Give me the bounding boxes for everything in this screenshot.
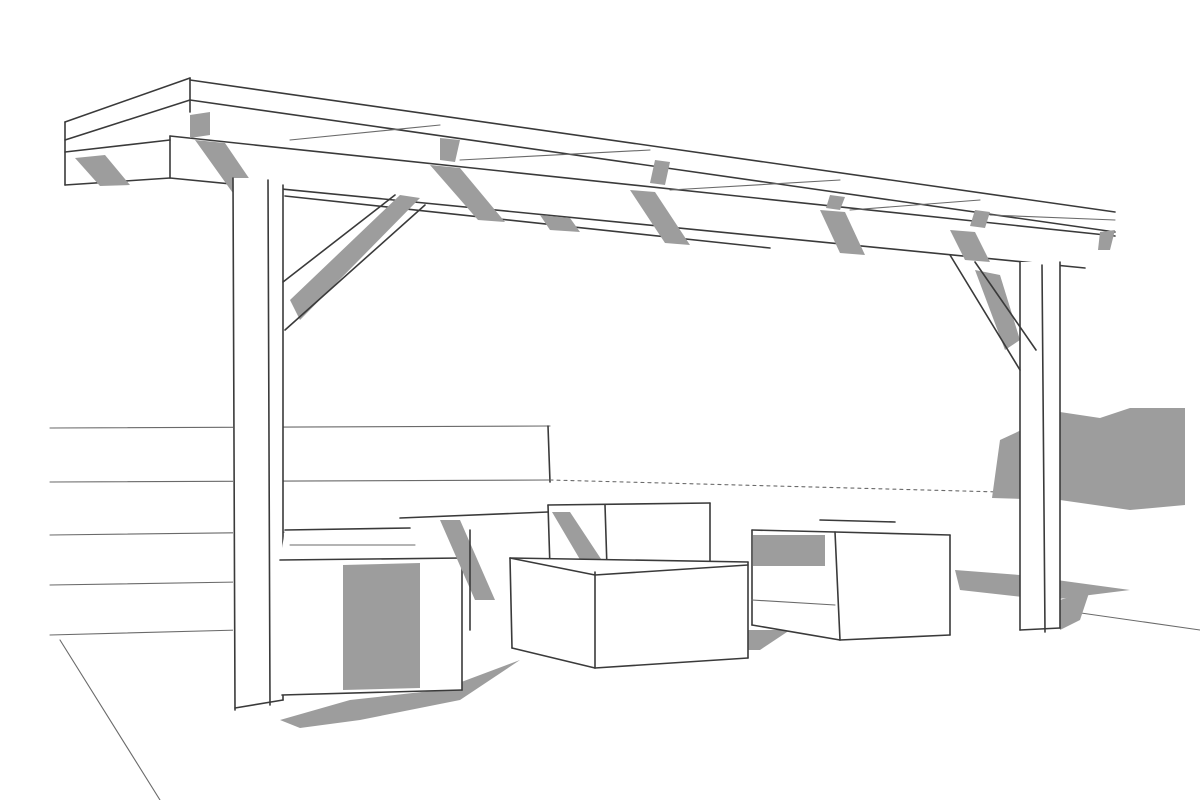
back-wall — [49, 425, 1200, 800]
roof-shadows — [75, 112, 1115, 350]
back-chairs — [399, 502, 711, 631]
right-armchair — [751, 519, 951, 641]
left-post — [232, 177, 284, 711]
right-brace — [949, 254, 1037, 371]
pergola-roof — [64, 77, 1116, 269]
right-post — [1019, 261, 1061, 633]
coffee-table — [509, 557, 749, 669]
left-brace — [282, 194, 426, 331]
left-sofa — [279, 527, 463, 696]
